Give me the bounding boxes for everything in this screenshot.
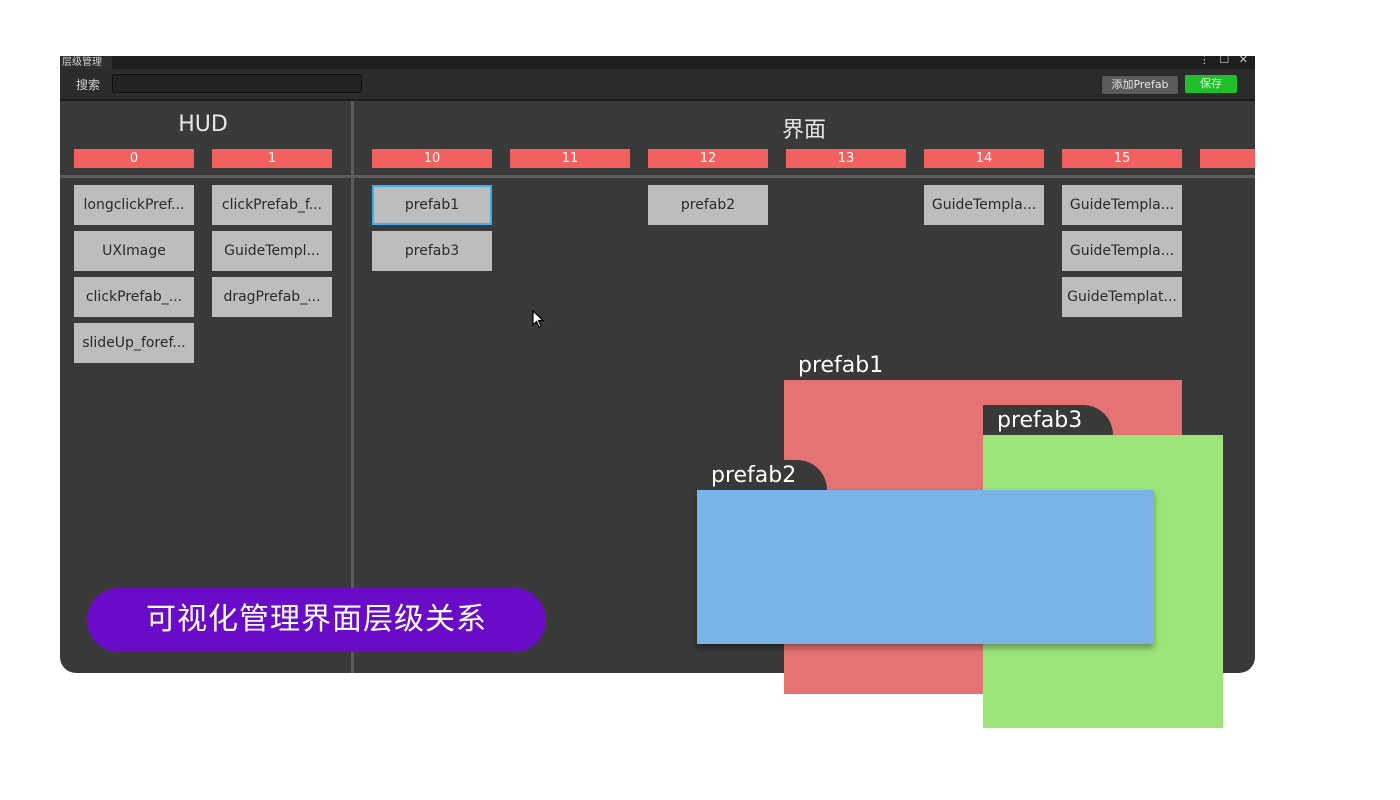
search-label: 搜索 bbox=[76, 78, 101, 92]
prefab-cell[interactable]: GuideTempla... bbox=[1062, 231, 1182, 271]
group-title-ui: 界面 bbox=[781, 118, 826, 143]
layer-header-0[interactable]: 0 bbox=[74, 149, 194, 168]
mouse-cursor-icon bbox=[532, 310, 545, 328]
layer-header-14[interactable]: 14 bbox=[924, 149, 1044, 168]
prefab2-label: prefab2 bbox=[697, 460, 827, 490]
layer-header-13[interactable]: 13 bbox=[786, 149, 906, 168]
title-bar: 层级管理 ⋮ ☐ ✕ bbox=[60, 56, 1255, 69]
layer-header-11[interactable]: 11 bbox=[510, 149, 630, 168]
prefab1-label: prefab1 bbox=[784, 350, 914, 380]
prefab-cell[interactable]: prefab2 bbox=[648, 185, 768, 225]
layer-manager-window: 层级管理 ⋮ ☐ ✕ 搜索 添加Prefab 保存 HUD 界面 0 1 10 … bbox=[60, 56, 1255, 673]
group-title-hud: HUD bbox=[178, 112, 228, 137]
caption-banner: 可视化管理界面层级关系 bbox=[87, 588, 546, 652]
search-input[interactable] bbox=[112, 74, 362, 93]
prefab-cell[interactable]: GuideTempl... bbox=[212, 231, 332, 271]
window-tab[interactable]: 层级管理 bbox=[60, 56, 112, 69]
layer-header-15[interactable]: 15 bbox=[1062, 149, 1182, 168]
prefab-cell[interactable]: slideUp_foref... bbox=[74, 323, 194, 363]
prefab2-preview bbox=[697, 490, 1154, 644]
header-divider bbox=[60, 175, 1255, 178]
layer-header-1[interactable]: 1 bbox=[212, 149, 332, 168]
prefab-cell[interactable]: GuideTemplat... bbox=[1062, 277, 1182, 317]
prefab-cell[interactable]: prefab3 bbox=[372, 231, 492, 271]
prefab-cell[interactable]: UXImage bbox=[74, 231, 194, 271]
group-divider[interactable] bbox=[351, 101, 354, 673]
layer-header-12[interactable]: 12 bbox=[648, 149, 768, 168]
layer-header-16[interactable]: 1 bbox=[1200, 149, 1255, 168]
layer-header-10[interactable]: 10 bbox=[372, 149, 492, 168]
prefab-cell[interactable]: dragPrefab_... bbox=[212, 277, 332, 317]
prefab-cell[interactable]: clickPrefab_f... bbox=[212, 185, 332, 225]
prefab3-label: prefab3 bbox=[983, 405, 1113, 435]
save-button[interactable]: 保存 bbox=[1185, 75, 1237, 93]
add-prefab-button[interactable]: 添加Prefab bbox=[1101, 75, 1179, 95]
prefab-cell[interactable]: clickPrefab_... bbox=[74, 277, 194, 317]
window-controls-icon[interactable]: ⋮ ☐ ✕ bbox=[1198, 56, 1251, 66]
prefab-cell[interactable]: GuideTempla... bbox=[1062, 185, 1182, 225]
prefab-cell[interactable]: GuideTempla... bbox=[924, 185, 1044, 225]
toolbar: 搜索 添加Prefab 保存 bbox=[60, 69, 1255, 101]
prefab-cell-selected[interactable]: prefab1 bbox=[372, 185, 492, 225]
prefab-cell[interactable]: longclickPref... bbox=[74, 185, 194, 225]
